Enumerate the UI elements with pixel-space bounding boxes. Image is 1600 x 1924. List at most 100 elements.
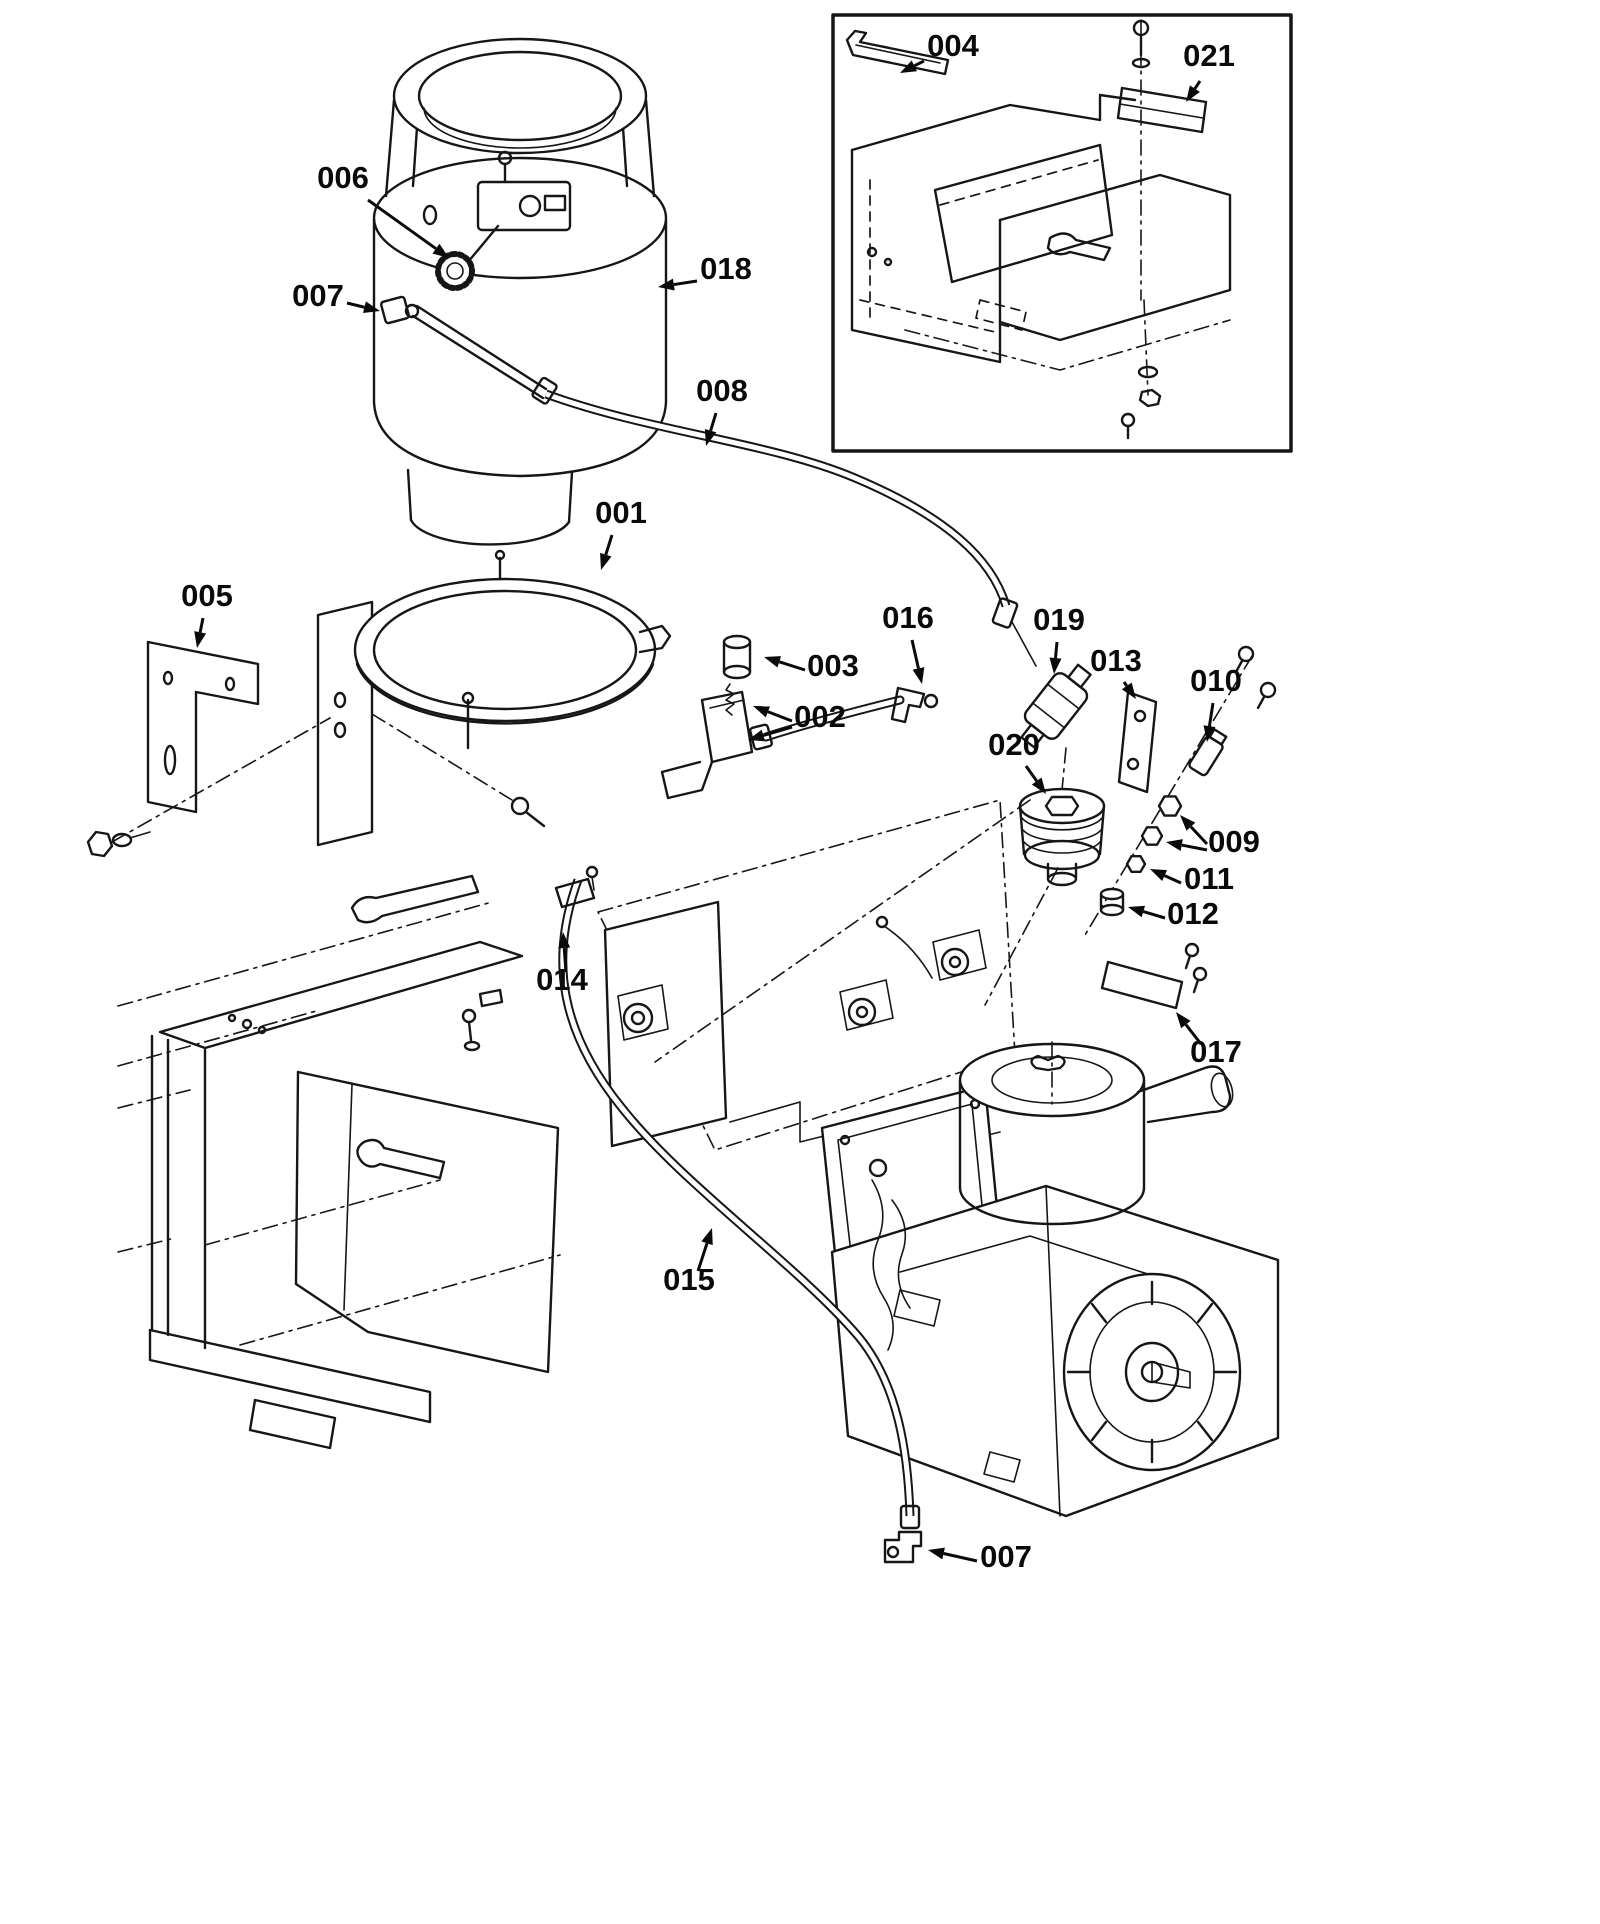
clip-021-drawing — [1116, 86, 1208, 134]
inset-frame-sketch — [845, 19, 1232, 440]
screw-icon — [510, 796, 530, 816]
ring-bracket-plate-drawing — [316, 600, 374, 847]
callout-009: 009 — [1166, 815, 1260, 859]
callout-011: 011 — [1150, 861, 1234, 896]
callout-004: 004 — [900, 28, 980, 73]
bolt-icon — [86, 830, 114, 858]
regulator-020-drawing — [1018, 787, 1106, 887]
callout-label-007-top: 007 — [292, 278, 344, 313]
elbow-016-drawing — [890, 686, 926, 724]
callout-label-003: 003 — [807, 648, 859, 683]
knob-006-drawing — [435, 251, 475, 291]
latch-assembly — [660, 634, 754, 800]
callout-019: 019 — [1033, 602, 1085, 674]
fitting-009-drawing — [1140, 826, 1164, 846]
frame-handle-drawing — [350, 874, 480, 924]
callout-label-012: 012 — [1167, 896, 1219, 931]
callout-018: 018 — [658, 251, 752, 291]
intake-snout-drawing — [1136, 1065, 1232, 1124]
callout-label-002: 002 — [794, 699, 846, 734]
bracket-005-drawing — [146, 640, 260, 814]
tank-valve-drawing — [476, 180, 572, 232]
callout-label-006: 006 — [317, 160, 369, 195]
hose-015 — [554, 865, 923, 1564]
callout-label-013: 013 — [1090, 643, 1142, 678]
screw-icon — [1237, 645, 1255, 663]
elbow-007-bottom-drawing — [883, 1530, 923, 1564]
callout-005: 005 — [181, 578, 233, 648]
callout-label-004: 004 — [927, 28, 979, 63]
callout-label-011: 011 — [1184, 861, 1234, 896]
callout-label-016: 016 — [882, 600, 934, 635]
screw-icon — [1192, 966, 1208, 982]
callout-label-020: 020 — [988, 727, 1040, 762]
inset-panel — [831, 13, 1293, 453]
fuel-filter-019-drawing — [1020, 663, 1092, 749]
callout-016: 016 — [882, 600, 934, 684]
regulator-cluster — [654, 621, 1277, 1063]
callout-label-018: 018 — [700, 251, 752, 286]
screw-icon — [461, 1008, 477, 1024]
nut-icon — [1138, 388, 1162, 408]
callout-006: 006 — [317, 160, 449, 258]
callout-007-top: 007 — [292, 278, 380, 314]
callout-label-007-bottom: 007 — [980, 1539, 1032, 1574]
callout-002: 002 — [748, 699, 846, 742]
callout-017: 017 — [1176, 1012, 1242, 1069]
fuel-tray-outline — [461, 799, 1016, 1163]
callout-012: 012 — [1128, 896, 1219, 931]
grommet-icon — [940, 947, 970, 977]
fitting-012-drawing — [1099, 887, 1125, 917]
tank-shoulder-drawing — [372, 156, 668, 280]
latch-002-drawing — [700, 690, 754, 764]
hose-008 — [531, 376, 1019, 629]
callout-label-005: 005 — [181, 578, 233, 613]
callout-label-001: 001 — [595, 495, 647, 530]
fitting-010-drawing — [1188, 728, 1228, 777]
grommet-icon — [622, 1002, 654, 1034]
callout-label-017: 017 — [1190, 1034, 1242, 1069]
callout-013: 013 — [1090, 643, 1142, 699]
callout-label-019: 019 — [1033, 602, 1085, 637]
cover-panel-drawing — [294, 1070, 560, 1374]
hose-clamp-014-drawing — [554, 877, 596, 909]
callout-007-bottom: 007 — [928, 1539, 1032, 1574]
bracket-017-drawing — [1100, 960, 1184, 1010]
propane-tank — [372, 37, 668, 546]
screw-icon — [1184, 942, 1200, 958]
mount-bracket-005 — [86, 640, 331, 858]
callout-014: 014 — [536, 932, 589, 997]
callout-008: 008 — [696, 373, 748, 446]
bracket-004-drawing — [845, 29, 950, 76]
callout-015: 015 — [663, 1228, 715, 1297]
callout-003: 003 — [764, 648, 859, 683]
callout-label-014: 014 — [536, 962, 588, 997]
engine-assembly — [820, 942, 1280, 1518]
callout-001: 001 — [595, 495, 647, 570]
callout-label-015: 015 — [663, 1262, 715, 1297]
callout-label-010: 010 — [1190, 663, 1242, 698]
spring-drawing — [725, 683, 735, 716]
callout-label-009: 009 — [1208, 824, 1260, 859]
nut-011-drawing — [1125, 855, 1147, 873]
chassis-frame — [117, 874, 561, 1450]
side-panel-drawing — [603, 900, 728, 1148]
bracket-013-drawing — [1117, 690, 1158, 794]
callout-label-008: 008 — [696, 373, 748, 408]
callout-label-021: 021 — [1183, 38, 1235, 73]
callout-010: 010 — [1190, 663, 1242, 742]
shaft-drawing — [1151, 1361, 1191, 1389]
callout-020: 020 — [988, 727, 1046, 794]
callout-021: 021 — [1183, 38, 1235, 102]
clamp-ring-drawing — [353, 577, 657, 723]
screw-icon — [1259, 681, 1277, 699]
tank-clamp-ring — [316, 549, 672, 847]
grommet-icon — [847, 997, 877, 1027]
wing-nut-icon — [1030, 1054, 1066, 1072]
pin-003-drawing — [722, 634, 752, 650]
latch-handle-drawing — [1046, 232, 1112, 262]
panel-latch-drawing — [356, 1138, 446, 1180]
